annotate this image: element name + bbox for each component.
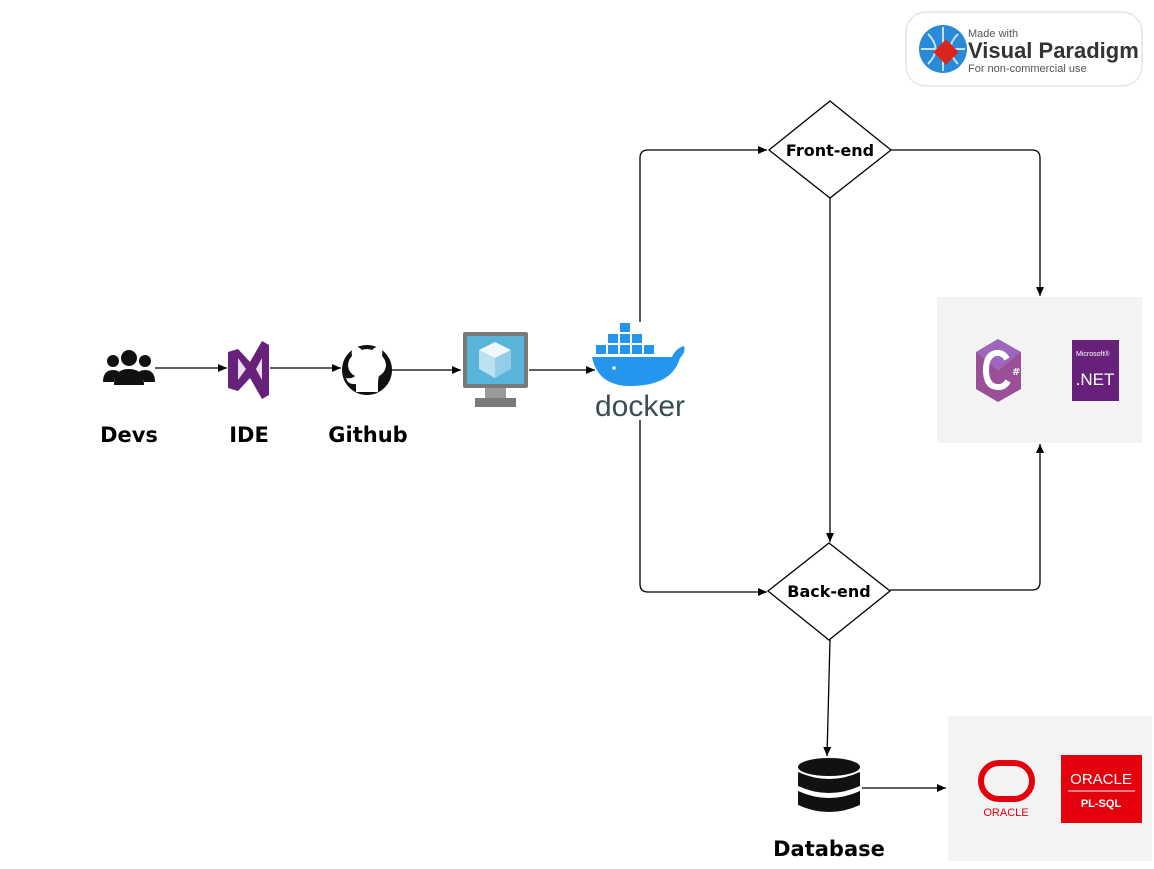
dotnet-icon: Microsoft® .NET — [1072, 340, 1119, 401]
watermark-line1: Made with — [968, 28, 1018, 40]
watermark-line2: Visual Paradigm — [968, 38, 1139, 63]
plsql-top-text: ORACLE — [1070, 771, 1132, 788]
backend-decision: Back-end — [766, 542, 892, 641]
frontend-label: Front-end — [786, 141, 874, 160]
visual-paradigm-watermark: Made with Visual Paradigm For non-commer… — [905, 11, 1143, 87]
devs-label: Devs — [100, 423, 158, 447]
csharp-icon: # — [976, 339, 1021, 402]
database-label: Database — [773, 837, 885, 861]
github-label: Github — [328, 423, 407, 447]
github-icon — [342, 345, 392, 395]
frontend-decision: Front-end — [767, 100, 893, 199]
oracle-plsql-icon: ORACLE PL-SQL — [1061, 755, 1142, 823]
users-icon — [103, 350, 155, 385]
github-node: Github — [328, 345, 408, 447]
oracle-icon: ORACLE — [978, 760, 1035, 819]
visual-paradigm-logo — [919, 25, 967, 73]
docker-node: docker — [592, 323, 685, 423]
visual-studio-icon — [228, 341, 269, 399]
backend-label: Back-end — [787, 582, 870, 601]
database-node: Database — [773, 758, 885, 861]
oracle-text: ORACLE — [983, 807, 1028, 819]
ide-label: IDE — [229, 423, 269, 447]
docker-wordmark: docker — [595, 390, 685, 423]
vm-node — [463, 332, 528, 407]
database-icon — [798, 758, 860, 812]
ide-node: IDE — [228, 341, 269, 447]
edge-backend-database — [823, 639, 832, 757]
dotnet-small-text: Microsoft® — [1076, 350, 1110, 358]
docker-icon: docker — [592, 323, 685, 423]
svg-text:#: # — [1012, 367, 1020, 378]
azure-vm-icon — [463, 332, 528, 407]
edge-docker-frontend — [639, 146, 767, 322]
watermark-line3: For non-commercial use — [968, 63, 1087, 75]
dotnet-big-text: .NET — [1076, 370, 1115, 389]
devs-node: Devs — [100, 350, 158, 447]
edge-backend-techpanel — [890, 444, 1044, 591]
plsql-bottom-text: PL-SQL — [1081, 798, 1122, 810]
edge-frontend-techpanel — [890, 149, 1044, 296]
edge-docker-backend — [639, 420, 767, 596]
